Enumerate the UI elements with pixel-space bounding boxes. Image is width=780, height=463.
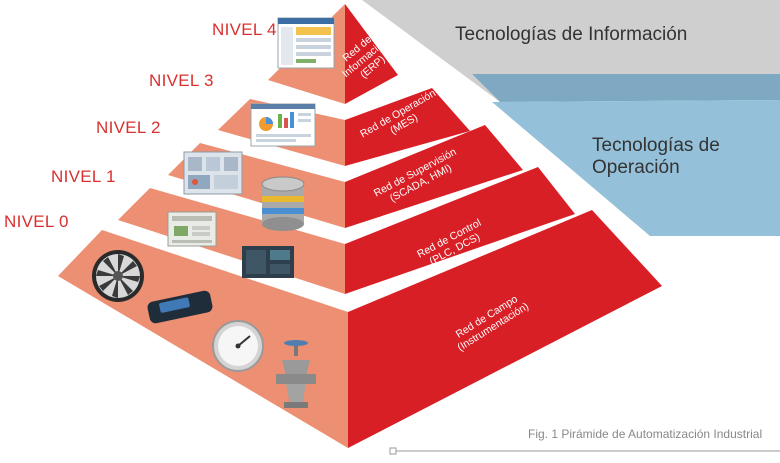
level-2-right-face	[345, 125, 523, 228]
operation-technologies-label: Tecnologías de Operación	[592, 135, 720, 178]
ot-band	[492, 100, 780, 236]
plc-module-icon	[242, 246, 294, 278]
information-technologies-label: Tecnologías de Información	[455, 24, 688, 45]
ot-band-dark	[472, 74, 780, 102]
sensor-transmitter-icon	[147, 290, 213, 324]
nivel-4-label: NIVEL 4	[212, 20, 277, 39]
caption-rule-marker	[389, 447, 397, 455]
level-4-right-face	[345, 4, 398, 104]
pressure-gauge-icon	[212, 320, 264, 372]
figure-caption: Fig. 1 Pirámide de Automatización Indust…	[528, 427, 763, 441]
database-icon	[261, 176, 305, 231]
level-3-right-face	[345, 88, 470, 166]
it-band	[362, 0, 780, 102]
nivel-3-label: NIVEL 3	[149, 71, 214, 90]
nivel-0-label: NIVEL 0	[4, 212, 69, 231]
mes-dashboard-icon	[250, 103, 316, 147]
valve-icon	[276, 340, 316, 408]
level-0-right-face	[348, 210, 662, 448]
nivel-2-label: NIVEL 2	[96, 118, 161, 137]
turbine-flowmeter-icon	[92, 250, 144, 302]
scada-screen-icon	[183, 151, 243, 195]
erp-screen-icon	[277, 17, 335, 69]
plc-compact-icon	[167, 211, 217, 247]
level-1-right-face	[345, 167, 575, 294]
nivel-1-label: NIVEL 1	[51, 167, 116, 186]
